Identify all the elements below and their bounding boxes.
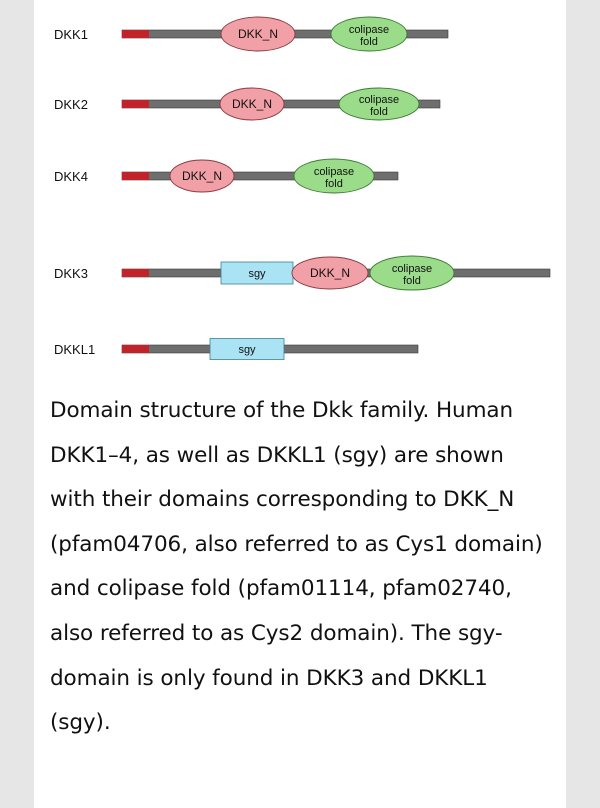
protein-label-dkkl1: DKKL1 (54, 342, 95, 357)
sgy-domain-dkkl1 (209, 338, 285, 360)
colipase-domain-dkk2 (338, 87, 420, 121)
colipase-domain-dkk1 (330, 16, 408, 52)
colipase-domain-dkk4-label-line2: fold (325, 178, 343, 190)
colipase-domain-dkk1-label-line2: fold (360, 36, 378, 48)
sgy-domain-dkkl1-label: sgy (238, 344, 256, 356)
dkk-n-domain-dkk1-label: DKK_N (238, 27, 278, 41)
colipase-domain-dkk3-label: colipase (392, 263, 432, 275)
protein-label-dkk3: DKK3 (54, 266, 88, 281)
signal-peptide-dkk2 (122, 100, 149, 108)
signal-peptide-dkk3 (122, 269, 149, 277)
colipase-domain-dkk4 (293, 158, 375, 194)
dkk-n-domain-dkk4-label: DKK_N (182, 169, 222, 183)
protein-label-dkk4: DKK4 (54, 169, 88, 184)
signal-peptide-dkkl1 (122, 345, 149, 353)
colipase-domain-dkk4-label: colipase (314, 166, 354, 178)
dkk-n-domain-dkk1 (220, 16, 296, 52)
dkk-n-domain-dkk2-label: DKK_N (232, 97, 272, 111)
sgy-domain-dkk3-label: sgy (248, 268, 266, 280)
dkk-n-domain-dkk3 (291, 256, 369, 290)
protein-label-dkk1: DKK1 (54, 27, 88, 42)
colipase-domain-dkk3 (369, 255, 455, 291)
figure-caption: Domain structure of the Dkk family. Huma… (50, 398, 543, 736)
signal-peptide-dkk1 (122, 30, 149, 38)
dkk-n-domain-dkk2 (219, 87, 285, 121)
colipase-domain-dkk1-label: colipase (349, 24, 389, 36)
colipase-domain-dkk3-label-line2: fold (403, 275, 421, 287)
dkk-n-domain-dkk3-label: DKK_N (310, 266, 350, 280)
signal-peptide-dkk4 (122, 172, 149, 180)
dkk-n-domain-dkk4 (169, 159, 235, 193)
protein-label-dkk2: DKK2 (54, 97, 88, 112)
colipase-domain-dkk2-label-line2: fold (370, 106, 388, 118)
colipase-domain-dkk2-label: colipase (359, 94, 399, 106)
